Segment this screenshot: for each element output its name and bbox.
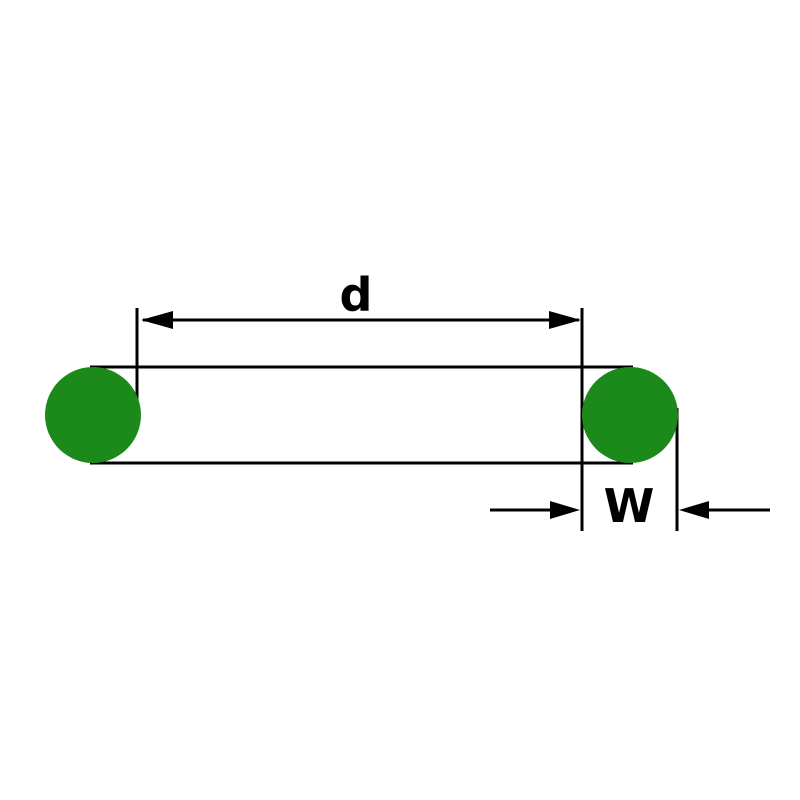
oring-cross-section-right: [582, 367, 678, 463]
w-arrowhead-left: [550, 501, 580, 519]
arrowhead-group: [141, 311, 709, 519]
d-arrowhead-left: [141, 311, 173, 329]
oring-cross-section-left: [45, 367, 141, 463]
inner-diameter-label: d: [340, 268, 373, 322]
w-arrowhead-right: [679, 501, 709, 519]
line-group: [90, 308, 770, 531]
cross-section-width-label: W: [604, 479, 655, 533]
d-arrowhead-right: [549, 311, 581, 329]
